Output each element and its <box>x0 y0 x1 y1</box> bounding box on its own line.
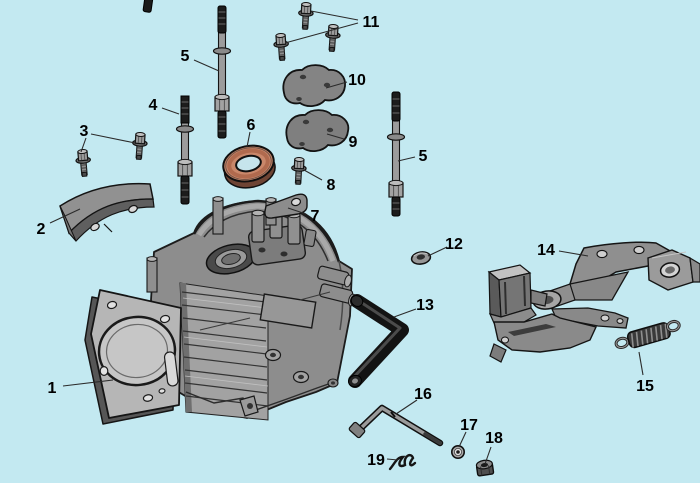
callout-2-leader <box>49 208 81 224</box>
callout-15-leader <box>638 351 644 376</box>
callout-8-label: 8 <box>327 177 336 194</box>
callout-12-leader <box>427 246 448 257</box>
callout-10-leader <box>325 81 348 89</box>
callout-8-leader <box>303 169 323 181</box>
callout-5b-label: 5 <box>419 148 428 165</box>
leader-lines <box>49 10 644 465</box>
callout-18-label: 18 <box>485 430 503 447</box>
part-18-nut <box>475 459 495 477</box>
part-7-tab-plate <box>264 193 308 219</box>
callout-19-label: 19 <box>367 452 385 469</box>
head-gasket <box>84 289 182 425</box>
part-12-washer <box>410 251 432 265</box>
callout-3-leader-b <box>80 137 87 153</box>
callout-5a-leader <box>193 59 220 72</box>
callout-10-label: 10 <box>348 72 366 89</box>
callout-13-label: 13 <box>416 297 434 314</box>
callout-14-label: 14 <box>537 242 555 259</box>
callout-3-leader-a <box>90 133 136 144</box>
callout-4-label: 4 <box>149 97 158 114</box>
callout-9-label: 9 <box>349 134 358 151</box>
part-10-cover <box>282 64 346 107</box>
callout-11-leader-a <box>310 10 359 21</box>
callout-16-label: 16 <box>414 386 432 403</box>
seal-bore <box>205 243 257 275</box>
cylinder-fins <box>179 282 269 421</box>
gasket-bore <box>97 315 177 387</box>
part-14-bracket <box>487 241 700 363</box>
callout-2-label: 2 <box>37 221 46 238</box>
part-17-washer <box>450 444 465 459</box>
part-19-clip <box>388 454 417 471</box>
part-5-stud-right <box>386 91 406 217</box>
callout-5b-leader <box>397 156 416 162</box>
callout-6-leader <box>246 131 251 148</box>
part-2-baffle <box>59 182 155 242</box>
callout-19-leader <box>386 458 399 461</box>
callout-labels: 1 2 3 4 5 5 6 7 8 9 10 11 12 13 14 15 16… <box>37 14 654 469</box>
callout-11-leader-b <box>284 22 359 44</box>
part-15-spring <box>614 319 681 350</box>
callout-13-leader <box>393 308 417 318</box>
callout-6-label: 6 <box>247 117 256 134</box>
callout-17-label: 17 <box>460 417 478 434</box>
callout-14-leader <box>558 250 589 257</box>
callout-9-leader <box>326 133 345 140</box>
callout-7-label: 7 <box>311 208 320 225</box>
part-9-cover <box>285 109 350 152</box>
callout-12-label: 12 <box>445 236 463 253</box>
callout-1-label: 1 <box>48 380 57 397</box>
callout-11-label: 11 <box>363 14 380 31</box>
part-5-stud-left <box>212 5 232 139</box>
callout-1-leader <box>62 379 114 387</box>
part-6-copper-seal <box>222 144 276 189</box>
part-1-cylinder-assembly <box>84 196 356 425</box>
part-4-stud <box>175 95 195 205</box>
callout-5a-label: 5 <box>181 48 190 65</box>
front-plate <box>259 293 317 329</box>
callout-7-leader <box>287 207 307 215</box>
callout-18-leader <box>484 446 492 465</box>
callout-15-label: 15 <box>636 378 654 395</box>
callout-17-leader <box>458 431 467 448</box>
callout-3-label: 3 <box>80 123 89 140</box>
callout-16-leader <box>395 399 418 415</box>
part-16-rod <box>348 404 444 447</box>
part-13-hose <box>348 294 409 388</box>
cropped-fastener-stub <box>142 0 154 13</box>
callout-4-leader <box>161 107 180 115</box>
bottom-flange <box>185 291 339 417</box>
